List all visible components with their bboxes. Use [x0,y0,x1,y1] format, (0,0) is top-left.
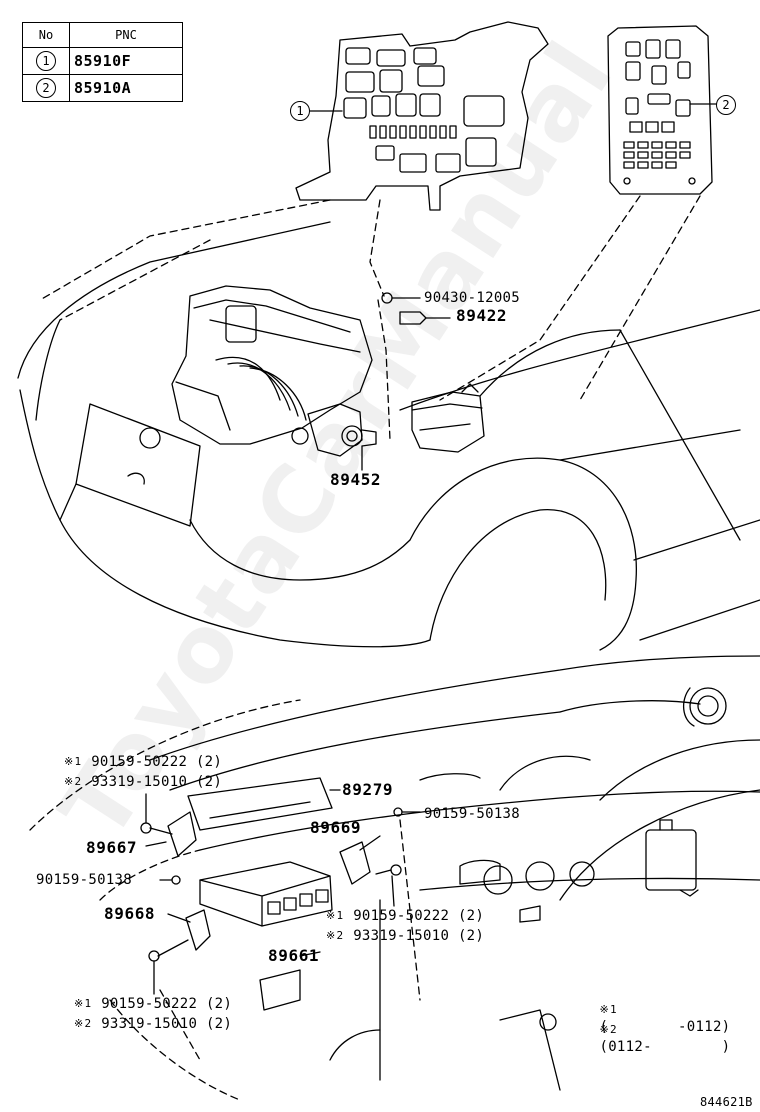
figure-code: 844621B [700,1095,753,1109]
part-label-89661: 89661 [268,946,320,965]
legend-row-2: ※2 (0112- ) [599,1023,731,1055]
part-label-89667: 89667 [86,838,138,857]
legend-row-1: ※1 ( -0112) [599,1003,731,1035]
pnc-row-no: 2 [22,74,70,102]
ecu-module [167,777,371,951]
lower-dashed [29,699,421,1101]
pnc-row-code: 85910F [69,47,183,75]
pnc-header-pnc: PNC [69,22,183,48]
note-tl-2: ※2 93319-15010 (2) [64,774,223,790]
callout-2: 2 [716,95,736,115]
part-label-90159-50138-top: 90159-50138 [424,806,521,822]
note-mr-2: ※2 93319-15010 (2) [326,928,485,944]
part-label-89668: 89668 [104,904,156,923]
note-mr-1: ※1 90159-50222 (2) [326,908,485,924]
part-label-89452: 89452 [330,470,382,489]
car-body-outline [17,221,760,651]
callout-1: 1 [290,101,310,121]
dashboard [149,655,760,1091]
relay-block-2 [607,25,717,195]
canister [411,383,485,453]
part-label-89669: 89669 [310,818,362,837]
note-tl-1: ※1 90159-50222 (2) [64,754,223,770]
engine [171,285,377,457]
pnc-table: No PNC 1 85910F 2 85910A [22,22,183,102]
part-label-90159-50138-left: 90159-50138 [36,872,133,888]
pnc-row-code: 85910A [69,74,183,102]
relay-block-1 [295,21,549,211]
pnc-row-no: 1 [22,47,70,75]
part-label-89422: 89422 [456,306,508,325]
note-bl-1: ※1 90159-50222 (2) [74,996,233,1012]
part-label-90430-12005: 90430-12005 [424,290,521,306]
note-bl-2: ※2 93319-15010 (2) [74,1016,233,1032]
pnc-header-no: No [22,22,70,48]
bolts [140,789,421,995]
sensor-parts [361,292,451,471]
leader-lines [39,195,701,441]
part-label-89279: 89279 [342,780,394,799]
